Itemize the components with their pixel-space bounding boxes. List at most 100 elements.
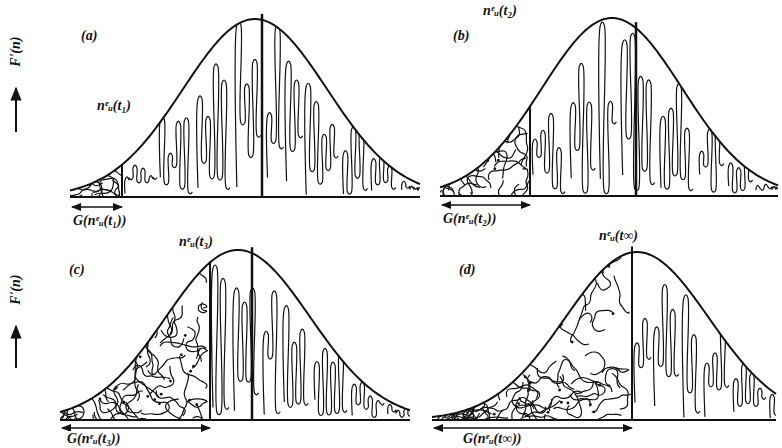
chain-end-dot	[488, 129, 491, 132]
chain-end-dot	[589, 403, 592, 406]
coiled-chain	[98, 156, 121, 175]
panel-label: nᵉᵤ(t₃)	[178, 234, 214, 249]
folded-chain	[699, 127, 723, 192]
chain-end-dot	[461, 153, 464, 156]
cut-line	[631, 246, 633, 420]
coiled-chain	[562, 356, 598, 383]
chain-end-dot	[500, 226, 503, 229]
chain-end-dot	[60, 202, 63, 205]
coiled-chain	[486, 147, 507, 178]
axis-arrow	[15, 326, 17, 368]
coiled-chain	[528, 403, 555, 439]
chain-end-dot	[484, 446, 487, 448]
folded-chain	[634, 318, 651, 402]
coiled-chain	[515, 125, 528, 165]
chain-end-dot	[119, 202, 122, 205]
coiled-chain	[581, 414, 621, 432]
baseline	[440, 195, 778, 197]
coiled-chain	[612, 373, 628, 409]
coiled-chain	[570, 382, 599, 400]
chain-end-dot	[122, 401, 125, 404]
chain-end-dot	[529, 382, 532, 385]
chain-end-dot	[471, 378, 474, 381]
chain-end-dot	[479, 231, 482, 234]
panel-label: (a)	[80, 28, 98, 43]
folded-chain	[125, 165, 157, 194]
cut-line	[121, 165, 123, 197]
chain-end-dot	[66, 393, 69, 396]
range-arrow	[72, 206, 122, 208]
coiled-chain	[55, 169, 82, 196]
coiled-chain	[135, 354, 140, 401]
chain-end-dot	[571, 341, 574, 344]
coiled-chain	[549, 391, 582, 411]
panel-label: G(nᵉᵤ(t₃))	[66, 431, 121, 446]
panel-label: nᵉᵤ(t₂)	[482, 3, 518, 18]
coiled-chain	[423, 388, 453, 414]
chain-end-dot	[558, 389, 561, 392]
coiled-chain	[167, 318, 184, 348]
chain-end-dot	[195, 403, 198, 406]
folded-chain	[682, 295, 699, 418]
coiled-chain	[459, 144, 496, 162]
chain-end-dot	[93, 352, 96, 355]
folded-chain	[599, 22, 617, 194]
coiled-chain	[571, 313, 592, 342]
chain-end-dot	[524, 376, 527, 379]
distribution-curve	[440, 18, 778, 187]
coiled-chain	[48, 378, 65, 420]
coiled-chain	[149, 366, 174, 394]
chain-end-dot	[66, 210, 69, 213]
coiled-chain	[70, 170, 92, 196]
coiled-chain	[592, 394, 632, 412]
coiled-chain	[530, 374, 563, 383]
folded-chain	[285, 61, 302, 181]
panel-label: nᵉᵤ(t₁)	[96, 98, 132, 113]
distribution-curve	[432, 252, 776, 417]
coiled-chain	[592, 310, 612, 331]
distribution-panel	[435, 18, 782, 234]
chain-end-dot	[479, 390, 482, 393]
coiled-chain	[605, 369, 620, 388]
range-arrow	[434, 427, 632, 429]
panel-label: G(nᵉᵤ(t∞))	[462, 431, 522, 446]
coiled-chain	[126, 384, 142, 412]
chain-end-dot	[547, 411, 550, 414]
folded-chain	[235, 22, 261, 187]
axis-label: F'(n)	[8, 274, 23, 306]
chain-end-dot	[189, 370, 192, 373]
chain-end-dot	[509, 205, 512, 208]
chain-end-dot	[459, 141, 462, 144]
coiled-chain	[52, 414, 67, 444]
chain-end-dot	[486, 423, 489, 426]
folded-chain	[283, 306, 308, 408]
panel-label: G(nᵉᵤ(t₁))	[72, 213, 127, 228]
axis-label: F'(n)	[8, 36, 23, 68]
coiled-chain	[54, 167, 86, 187]
chain-end-dot	[493, 413, 496, 416]
coiled-chain	[552, 318, 589, 345]
chain-end-dot	[567, 402, 570, 405]
coiled-chain	[499, 127, 520, 158]
baseline	[432, 419, 776, 421]
chain-end-dot	[563, 424, 566, 427]
chain-end-dot	[69, 175, 72, 178]
coiled-chain	[585, 352, 605, 375]
chain-end-dot	[180, 274, 183, 277]
coiled-chain	[577, 382, 606, 397]
chain-end-dot	[553, 439, 556, 442]
folded-chain	[267, 25, 284, 177]
chain-end-dot	[598, 384, 601, 387]
folded-chain	[570, 63, 595, 193]
panel-label: G(nᵉᵤ(t₂))	[442, 211, 497, 226]
coiled-chain	[499, 181, 529, 215]
chain-end-dot	[493, 167, 496, 170]
chain-end-dot	[53, 168, 56, 171]
chain-end-dot	[160, 393, 163, 396]
folded-chain	[704, 322, 729, 417]
coiled-chain	[91, 398, 121, 422]
panel-label: (b)	[452, 28, 470, 43]
coiled-chain	[148, 355, 186, 374]
folded-chain	[756, 183, 782, 194]
folded-chain	[197, 64, 230, 190]
